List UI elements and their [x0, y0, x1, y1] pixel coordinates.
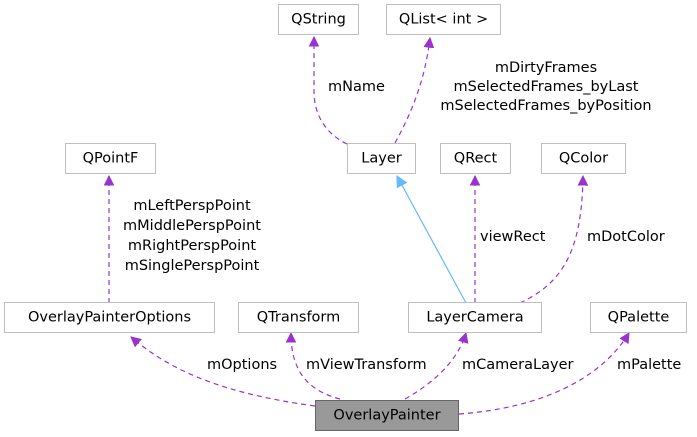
node-overlay-painter[interactable]: OverlayPainter	[315, 400, 459, 431]
edge-painter-to-layercamera	[404, 331, 469, 400]
label-m-middle-persp: mMiddlePerspPoint	[123, 218, 261, 234]
label-m-palette: mPalette	[617, 357, 681, 373]
edge-layercamera-to-layer	[396, 174, 467, 304]
svg-text:QList< int >: QList< int >	[399, 12, 488, 28]
edges	[103, 35, 630, 415]
label-m-right-persp: mRightPerspPoint	[128, 238, 256, 254]
svg-text:Layer: Layer	[361, 151, 401, 167]
label-m-camera-layer: mCameraLayer	[462, 357, 573, 373]
svg-text:OverlayPainter: OverlayPainter	[333, 408, 440, 424]
edge-layer-to-qstring	[308, 35, 348, 145]
node-qcolor[interactable]: QColor	[541, 143, 626, 174]
edge-painter-to-qpalette	[458, 332, 630, 415]
node-qstring[interactable]: QString	[278, 4, 359, 35]
svg-text:QColor: QColor	[559, 151, 608, 167]
node-qrect[interactable]: QRect	[440, 143, 511, 174]
node-layer[interactable]: Layer	[347, 143, 416, 174]
label-m-dirty-frames: mDirtyFrames	[495, 60, 597, 76]
label-m-selected-by-position: mSelectedFrames_byPosition	[440, 98, 651, 114]
svg-text:LayerCamera: LayerCamera	[426, 310, 523, 326]
label-m-view-transform: mViewTransform	[306, 357, 427, 373]
label-m-selected-by-last: mSelectedFrames_byLast	[454, 79, 639, 95]
label-m-options: mOptions	[207, 357, 277, 373]
edge-labels: mName mDirtyFrames mSelectedFrames_byLas…	[123, 60, 681, 373]
node-qpointf[interactable]: QPointF	[65, 143, 156, 174]
node-overlay-painter-options[interactable]: OverlayPainterOptions	[4, 302, 215, 333]
edge-layercamera-to-qcolor	[519, 174, 589, 304]
edge-layer-to-qlist	[394, 36, 435, 144]
node-qlist[interactable]: QList< int >	[386, 4, 501, 35]
label-m-name: mName	[328, 79, 385, 95]
svg-text:QPalette: QPalette	[608, 310, 670, 326]
node-qpalette[interactable]: QPalette	[590, 302, 687, 333]
svg-text:OverlayPainterOptions: OverlayPainterOptions	[28, 310, 191, 326]
label-m-dot-color: mDotColor	[587, 229, 665, 245]
label-view-rect: viewRect	[480, 229, 546, 245]
label-m-left-persp: mLeftPerspPoint	[133, 198, 251, 214]
svg-text:QTransform: QTransform	[257, 310, 341, 326]
svg-text:QPointF: QPointF	[83, 151, 139, 167]
svg-text:QString: QString	[291, 12, 346, 28]
edge-painter-to-qtransform	[285, 331, 341, 400]
svg-text:QRect: QRect	[454, 151, 498, 167]
label-m-single-persp: mSinglePerspPoint	[125, 258, 260, 274]
node-qtransform[interactable]: QTransform	[238, 302, 359, 333]
node-layer-camera[interactable]: LayerCamera	[408, 302, 542, 333]
edge-painter-to-options	[130, 336, 316, 407]
